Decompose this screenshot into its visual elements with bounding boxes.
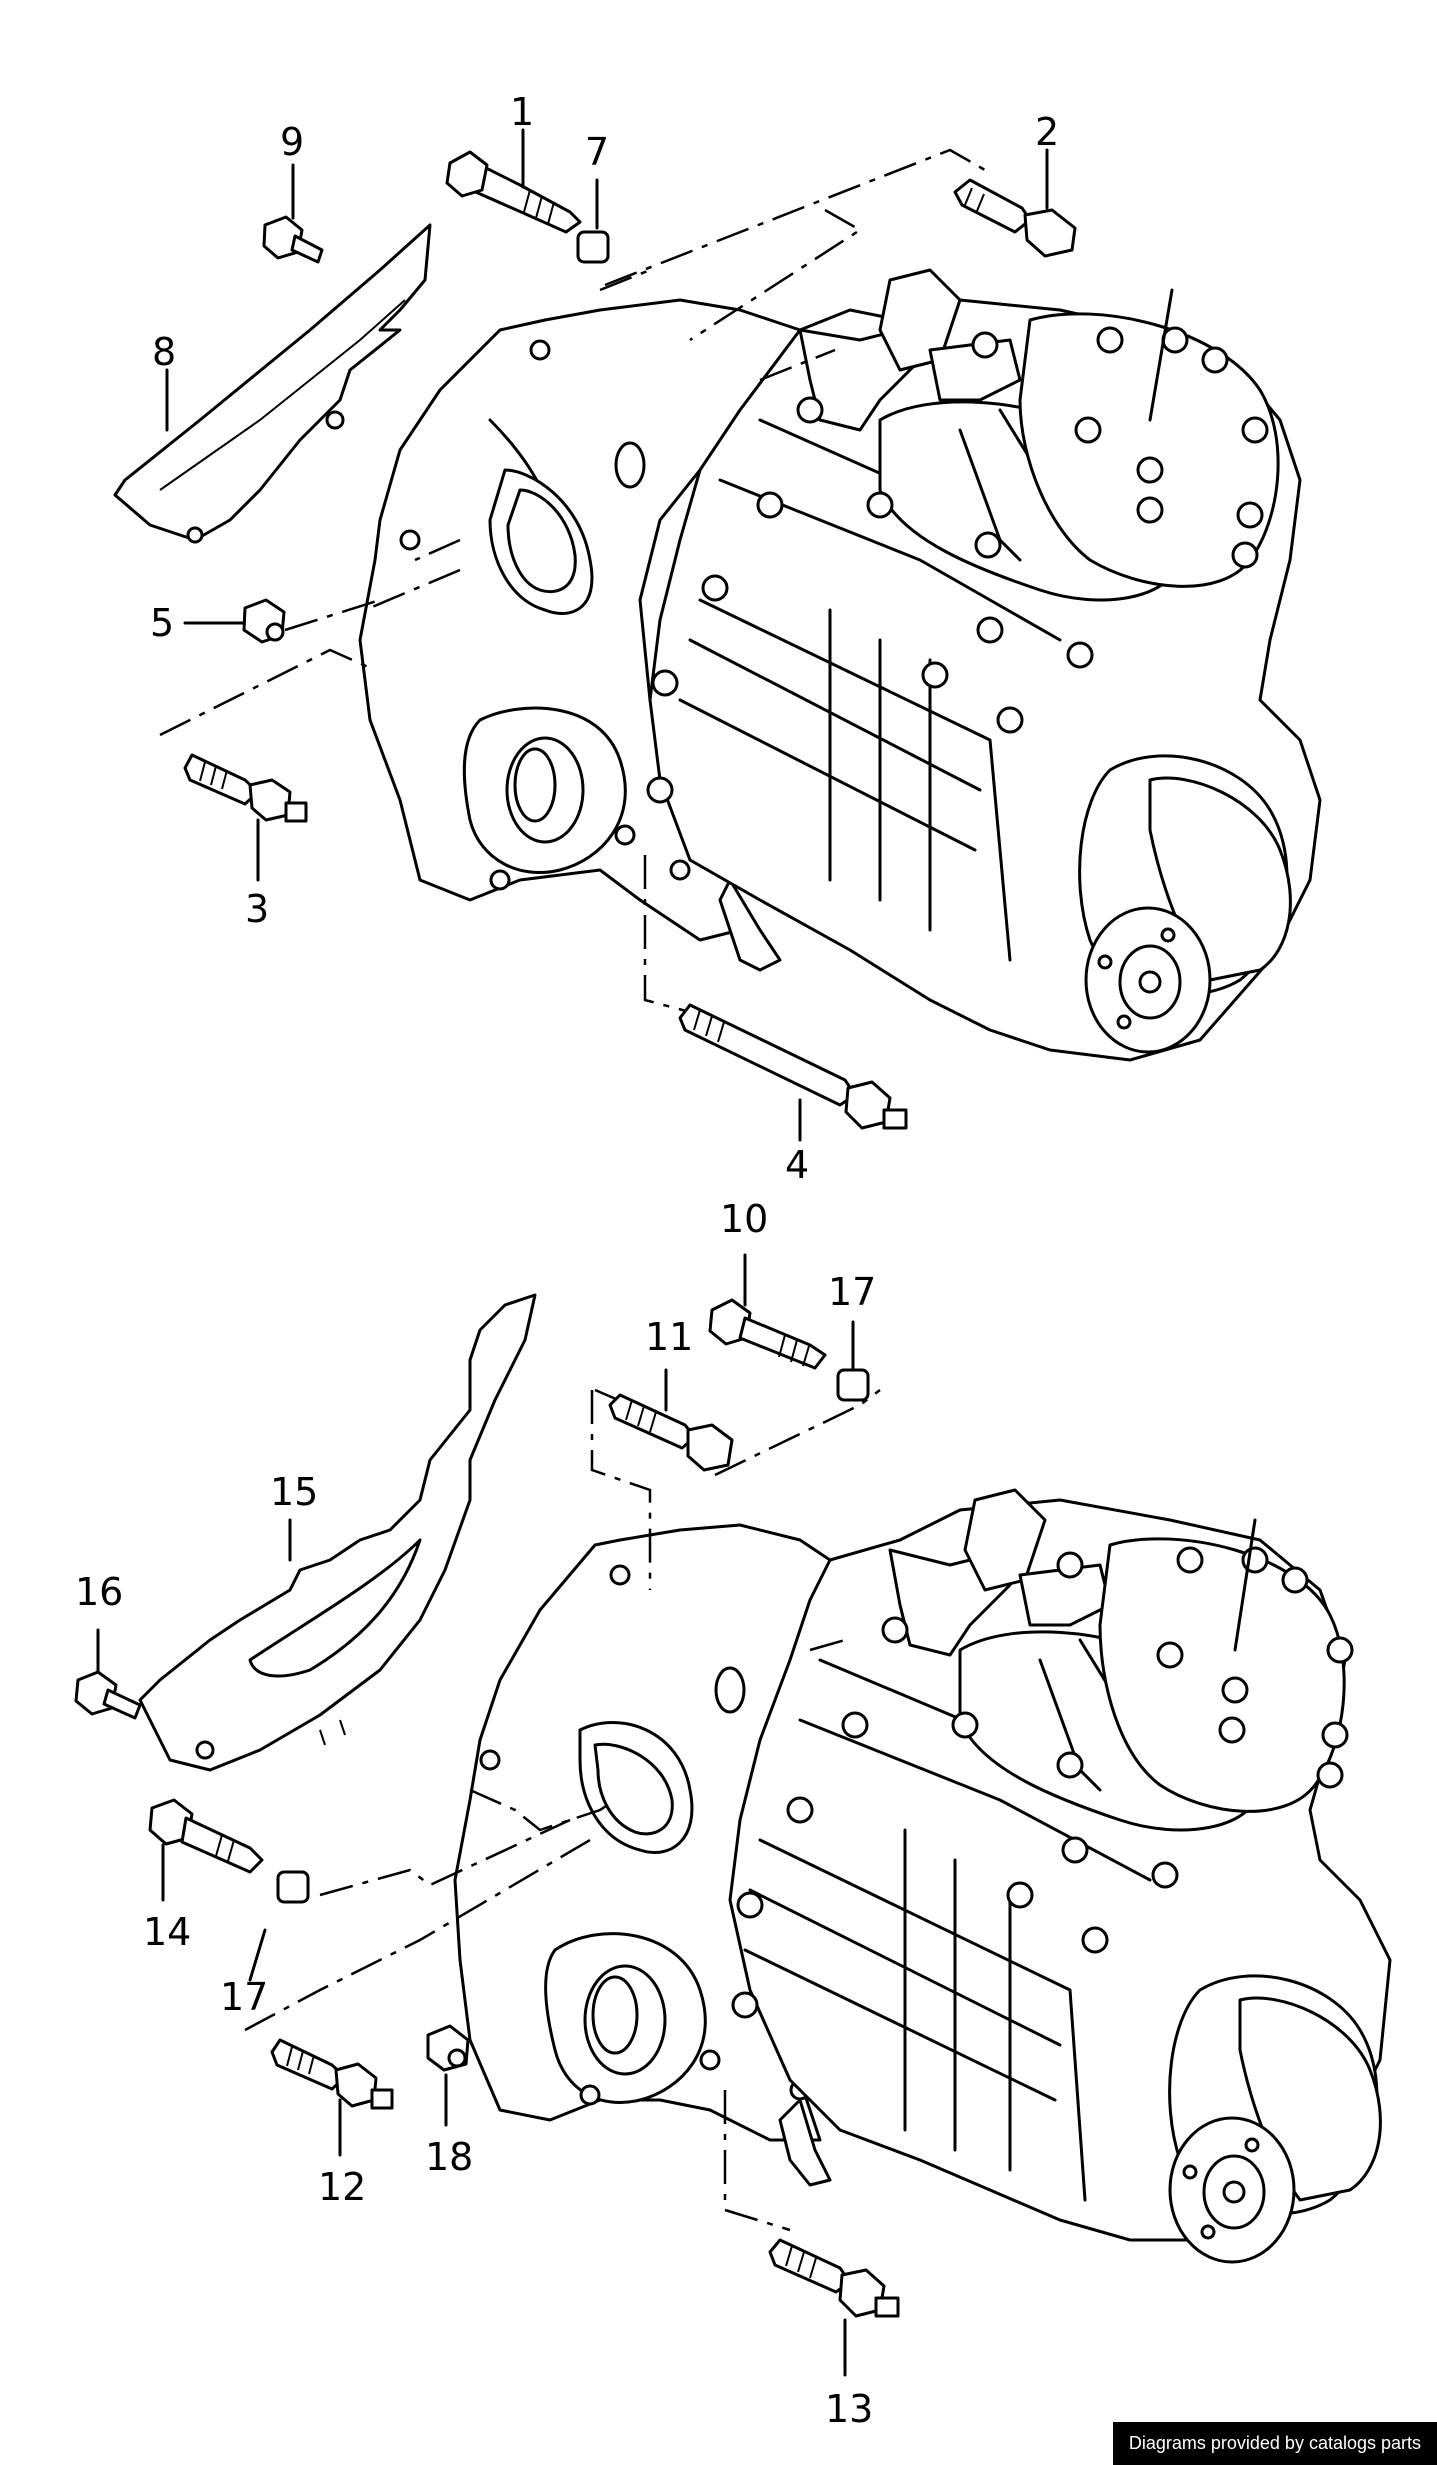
upper-leader-1 (604, 148, 986, 287)
upper-case-bolts (646, 326, 1269, 804)
bolt-9 (262, 215, 324, 264)
callout-18: 18 (425, 2135, 473, 2179)
callout-15: 15 (270, 1470, 318, 1514)
callout-8: 8 (152, 330, 176, 374)
callout-16: 16 (75, 1570, 123, 1614)
callout-12: 12 (318, 2165, 366, 2209)
sleeve-17-upper (836, 1368, 870, 1402)
nut-18 (426, 2024, 470, 2072)
upper-bell-housing (358, 298, 802, 972)
bolt-3 (183, 753, 308, 823)
bolt-10 (708, 1298, 827, 1370)
upper-gearbox-case (646, 268, 1322, 1062)
nut-5 (242, 598, 286, 644)
callout-1: 1 (510, 90, 534, 134)
lower-case-bolts (731, 1546, 1354, 2019)
callout-4: 4 (785, 1143, 809, 1187)
lower-gearbox-case (728, 1488, 1392, 2264)
upper-gearbox-assembly (113, 148, 1322, 1130)
upper-cover-plate (113, 223, 432, 542)
bolt-1 (445, 150, 582, 234)
bolt-13 (768, 2238, 900, 2318)
callout-5: 5 (150, 601, 174, 645)
callout-17b: 17 (220, 1975, 268, 2019)
callout-10: 10 (720, 1197, 768, 1241)
callout-2: 2 (1035, 110, 1059, 154)
callout-17a: 17 (828, 1270, 876, 1314)
bolt-4 (678, 1003, 908, 1130)
attribution-footer: Diagrams provided by catalogs parts (1112, 2422, 1437, 2465)
bolt-2 (953, 178, 1077, 258)
callout-11: 11 (645, 1315, 693, 1359)
callout-9: 9 (280, 120, 304, 164)
bolt-12 (270, 2038, 394, 2110)
lower-bell-housing (453, 1523, 832, 2187)
callout-labels: 1 2 7 9 8 5 3 4 10 17 11 15 16 14 17 12 … (75, 90, 1059, 2431)
lower-heat-shield (138, 1293, 537, 1772)
sleeve-7 (576, 230, 610, 264)
callout-3: 3 (245, 887, 269, 931)
callout-13: 13 (825, 2387, 873, 2431)
callout-14: 14 (143, 1910, 191, 1954)
sleeve-17-lower (276, 1870, 310, 1904)
bolt-16 (74, 1670, 142, 1720)
lower-gearbox-assembly (74, 1293, 1392, 2318)
bolt-14 (148, 1798, 264, 1874)
callout-7: 7 (585, 130, 609, 174)
bolt-11 (608, 1393, 734, 1472)
